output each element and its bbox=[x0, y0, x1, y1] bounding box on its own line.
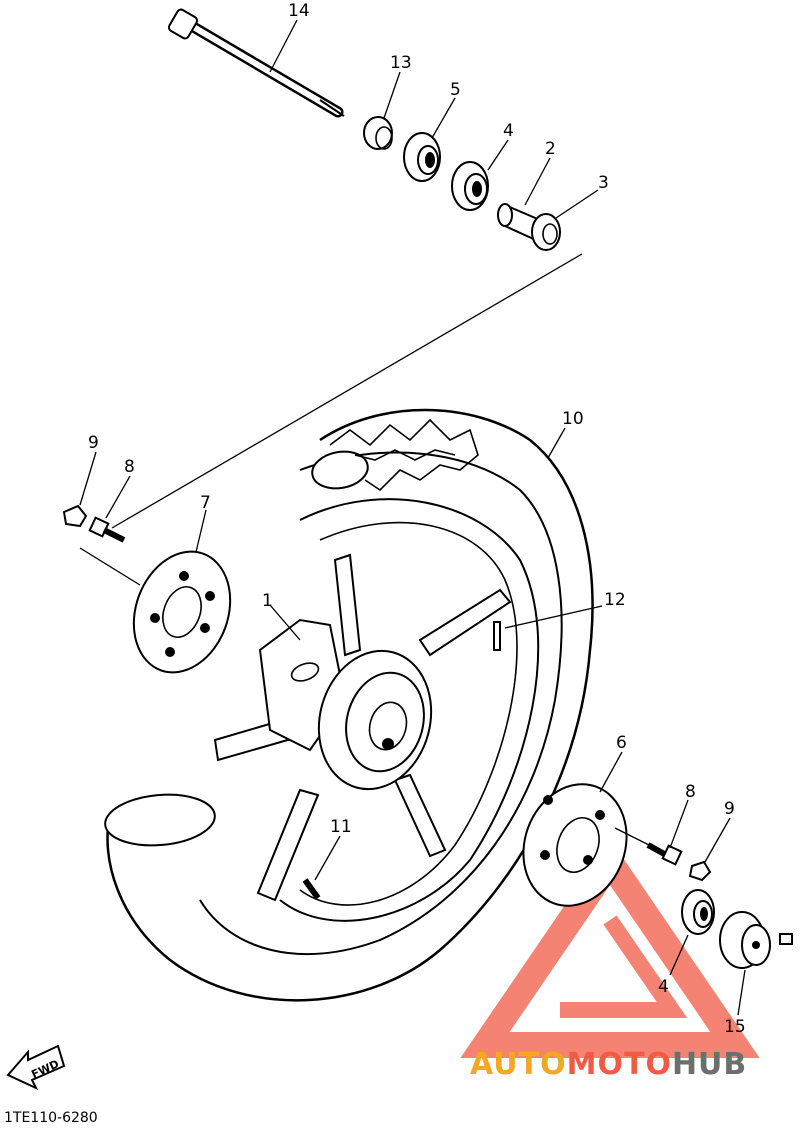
callout-9: 9 bbox=[88, 433, 99, 453]
callout-4: 4 bbox=[503, 121, 514, 141]
brake-disc-left bbox=[132, 550, 232, 674]
callout-2: 2 bbox=[545, 139, 556, 159]
watermark-part-hub: HUB bbox=[672, 1047, 747, 1082]
callout-15: 15 bbox=[724, 1017, 746, 1037]
svg-text:AUTOMOTOHUB: AUTOMOTOHUB bbox=[470, 1047, 747, 1082]
spacer bbox=[497, 203, 561, 251]
watermark-part-auto: AUTO bbox=[470, 1047, 567, 1082]
callout-1: 1 bbox=[262, 591, 273, 611]
leader-lines bbox=[79, 19, 746, 1016]
callout-8-right: 8 bbox=[685, 782, 696, 802]
bearing-upper bbox=[451, 161, 489, 211]
callout-10: 10 bbox=[562, 409, 584, 429]
bolt-upper bbox=[62, 504, 126, 543]
speedometer-gear bbox=[719, 911, 793, 969]
callout-3: 3 bbox=[598, 173, 609, 193]
callout-9-right: 9 bbox=[724, 799, 735, 819]
callout-12: 12 bbox=[604, 590, 626, 610]
callout-6: 6 bbox=[616, 733, 627, 753]
callout-8: 8 bbox=[124, 457, 135, 477]
callout-4-lower: 4 bbox=[658, 977, 669, 997]
wheel-assembly bbox=[104, 408, 594, 1002]
callout-7: 7 bbox=[200, 493, 211, 513]
watermark-part-moto: MOTO bbox=[567, 1047, 672, 1082]
collar bbox=[363, 116, 393, 150]
watermark-text: AUTOMOTOHUB bbox=[470, 1047, 747, 1082]
callout-13: 13 bbox=[390, 53, 412, 73]
oil-seal bbox=[403, 132, 441, 182]
callout-labels: 14 13 5 4 2 3 10 9 8 7 1 12 6 8 9 11 4 1… bbox=[88, 1, 746, 1037]
callout-11: 11 bbox=[330, 817, 352, 837]
callout-14: 14 bbox=[288, 1, 310, 21]
axle bbox=[167, 8, 345, 118]
callout-5: 5 bbox=[450, 80, 461, 100]
bearing-lower bbox=[681, 889, 715, 935]
watermark-logo bbox=[460, 838, 760, 1058]
diagram-code: 1TE110-6280 bbox=[4, 1110, 98, 1126]
forward-arrow: FWD bbox=[6, 1044, 66, 1091]
brake-disc-right bbox=[522, 783, 628, 907]
bolt-right bbox=[614, 827, 712, 882]
